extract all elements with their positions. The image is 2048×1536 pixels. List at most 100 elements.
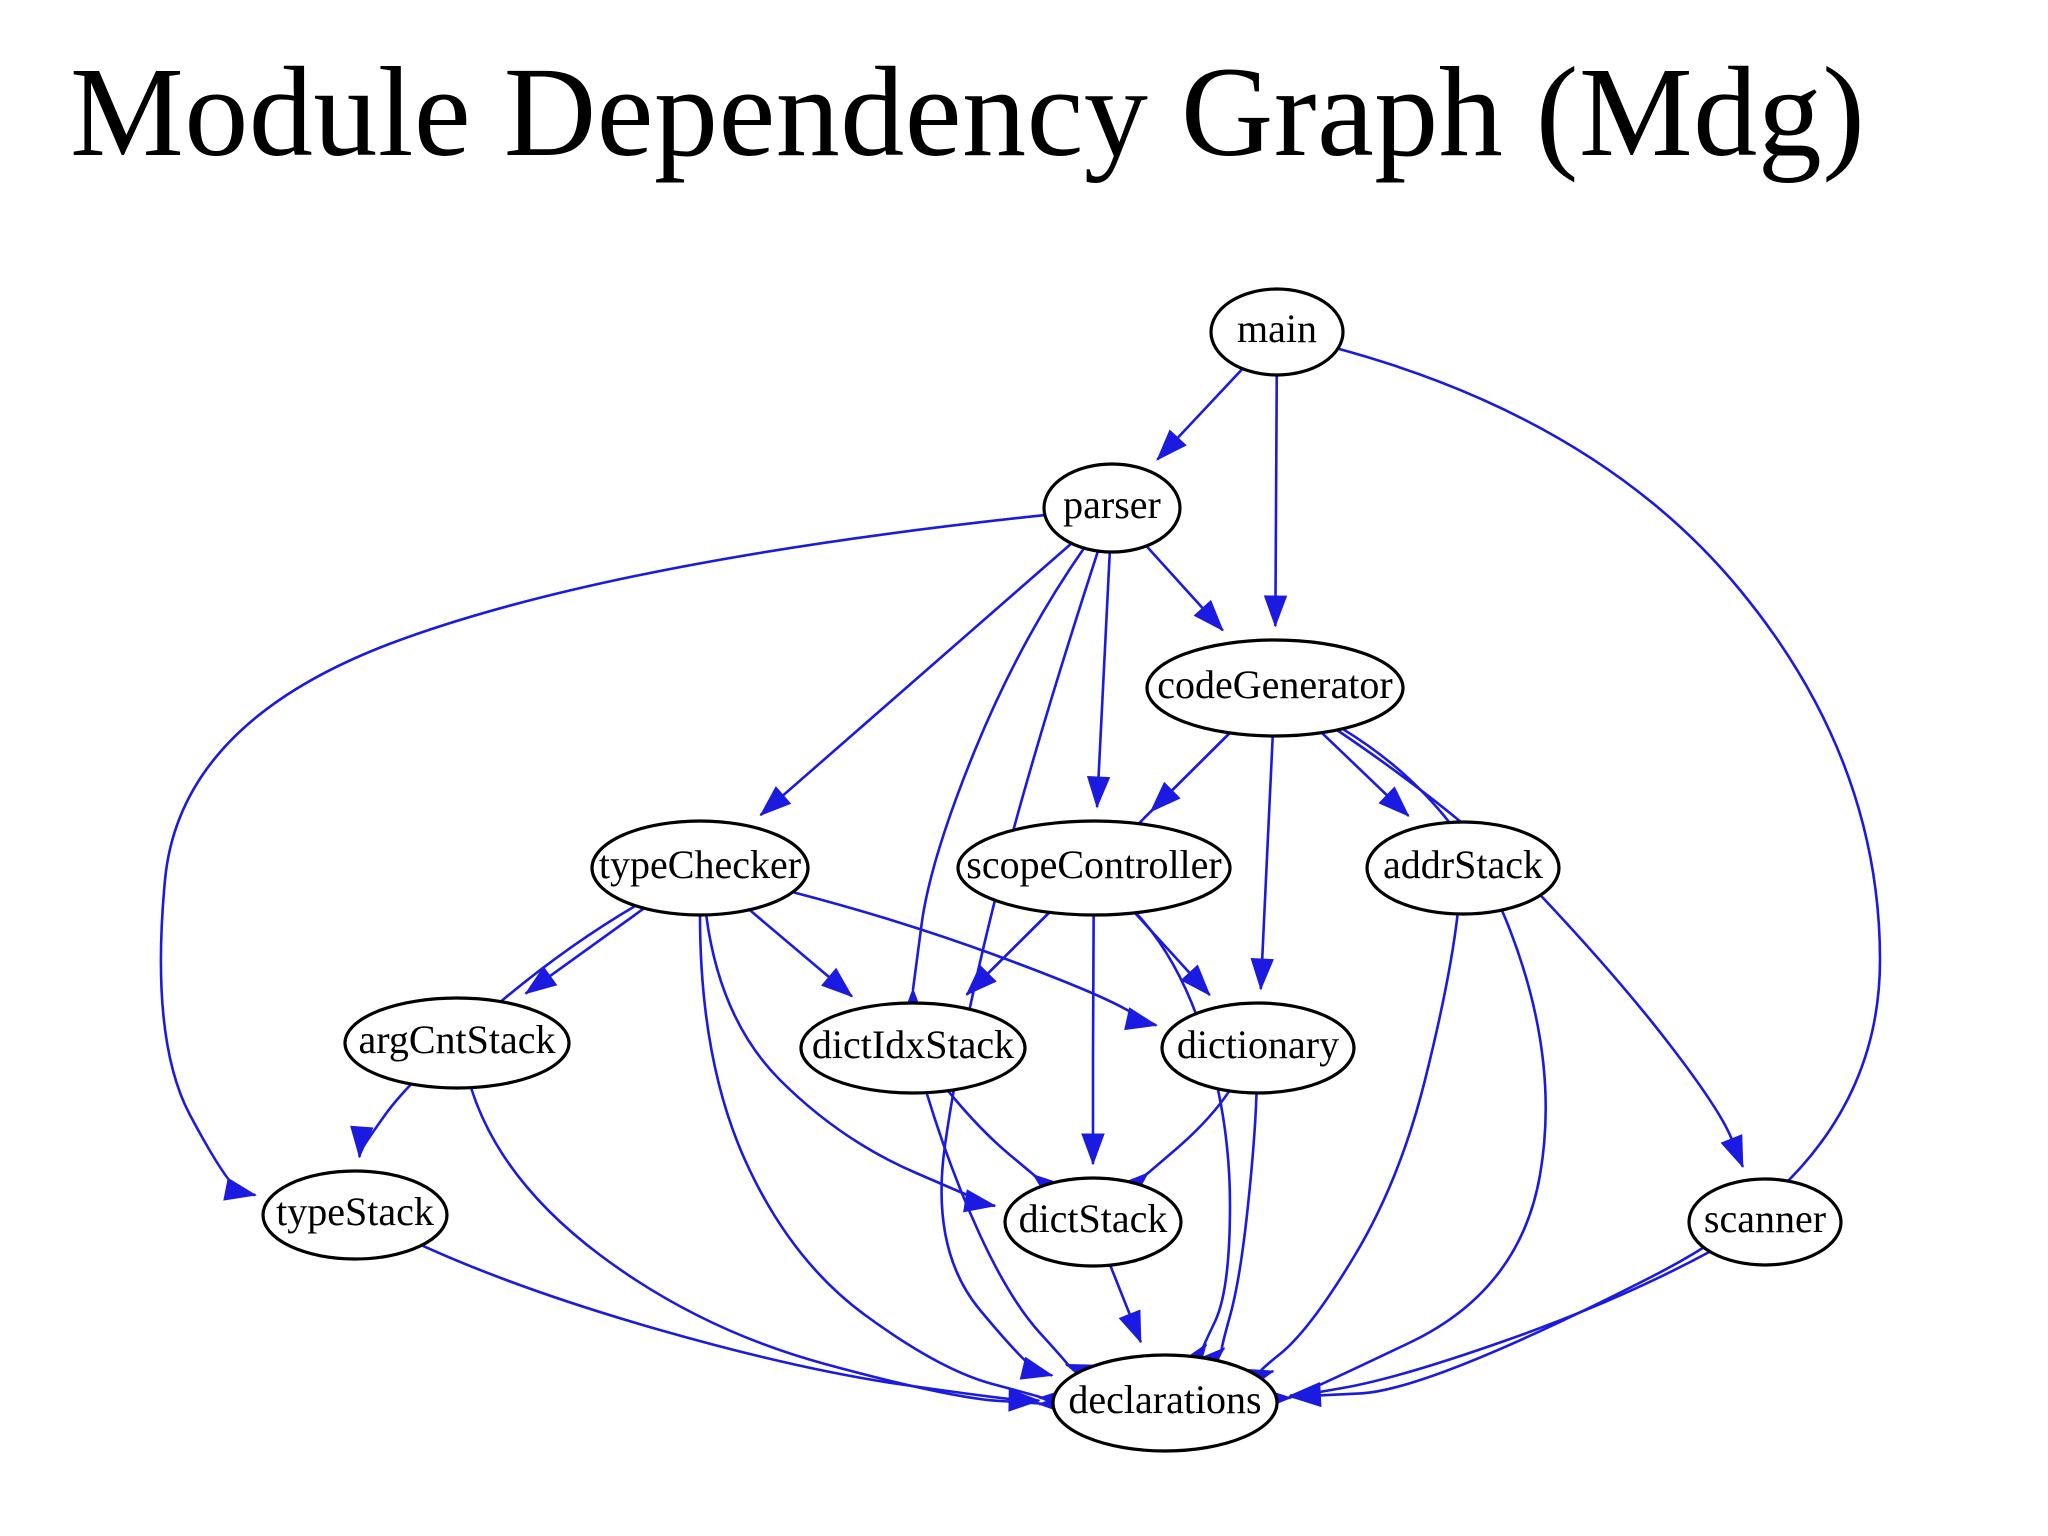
arrowhead-icon	[1378, 786, 1410, 817]
graph-node-scanner[interactable]: scanner	[1687, 1177, 1843, 1267]
edge-line	[911, 547, 1086, 991]
graph-node-codeGenerator[interactable]: codeGenerator	[1145, 638, 1405, 738]
node-label: dictionary	[1177, 1022, 1339, 1067]
edge-parser-to-typeChecker	[759, 542, 1073, 817]
node-label: dictStack	[1019, 1196, 1168, 1241]
node-ellipse[interactable]	[1160, 1001, 1356, 1095]
node-label: addrStack	[1383, 842, 1543, 887]
arrowhead-icon	[1180, 964, 1211, 997]
edge-line	[1095, 551, 1112, 808]
node-ellipse[interactable]	[1209, 287, 1345, 377]
node-label: dictIdxStack	[812, 1022, 1014, 1067]
node-ellipse[interactable]	[1145, 638, 1405, 738]
node-label: typeStack	[276, 1189, 434, 1234]
edge-line	[1091, 914, 1095, 1164]
graph-node-argCntStack[interactable]: argCntStack	[343, 996, 571, 1090]
edge-typeStack-to-declarations	[421, 1244, 1041, 1412]
page-title: Module Dependency Graph (Mdg)	[70, 41, 1866, 183]
graph-node-declarations[interactable]: declarations	[1051, 1353, 1279, 1453]
arrowhead-icon	[1250, 957, 1274, 991]
edge-parser-to-scopeController	[1086, 551, 1112, 809]
graph-node-dictIdxStack[interactable]: dictIdxStack	[799, 1001, 1027, 1095]
edge-codeGenerator-to-dictionary	[1250, 735, 1275, 991]
node-label: scopeController	[966, 842, 1222, 887]
graph-node-scopeController[interactable]: scopeController	[956, 819, 1232, 917]
edge-line	[1274, 374, 1279, 627]
edge-line	[1142, 1090, 1231, 1179]
graph-node-addrStack[interactable]: addrStack	[1365, 820, 1561, 916]
node-ellipse[interactable]	[1051, 1353, 1279, 1453]
arrowhead-icon	[1193, 599, 1224, 632]
edge-line	[1259, 735, 1275, 990]
arrowhead-icon	[350, 1125, 374, 1159]
nodes-layer: main parser codeGenerator typeChecker scopeC…	[261, 287, 1843, 1453]
arrowhead-icon	[821, 967, 854, 998]
node-label: main	[1237, 306, 1317, 351]
node-ellipse[interactable]	[1687, 1177, 1843, 1267]
edge-codeGenerator-to-scanner	[1336, 728, 1745, 1169]
graph-node-typeStack[interactable]: typeStack	[261, 1169, 449, 1261]
edge-line	[698, 914, 1044, 1400]
edge-typeChecker-to-declarations	[698, 914, 1071, 1411]
edge-main-to-codeGenerator	[1263, 374, 1288, 628]
node-ellipse[interactable]	[956, 819, 1232, 917]
edge-line	[1336, 728, 1745, 1168]
edge-addrStack-to-declarations	[1240, 913, 1459, 1392]
node-ellipse[interactable]	[261, 1169, 449, 1261]
node-label: codeGenerator	[1157, 662, 1392, 707]
edge-codeGenerator-to-scopeController	[1149, 731, 1231, 813]
graph-node-parser[interactable]: parser	[1042, 462, 1182, 554]
graph-node-dictStack[interactable]: dictStack	[1003, 1176, 1183, 1268]
edge-typeChecker-to-argCntStack	[524, 907, 645, 995]
edge-codeGenerator-to-addrStack	[1320, 731, 1410, 817]
node-ellipse[interactable]	[590, 819, 810, 917]
edge-line	[925, 1092, 1070, 1367]
edges-layer	[159, 347, 1882, 1416]
edge-line	[1286, 1250, 1711, 1400]
edge-typeChecker-to-dictIdxStack	[748, 908, 854, 998]
node-label: argCntStack	[358, 1017, 555, 1062]
edge-line	[946, 1089, 1039, 1179]
node-ellipse[interactable]	[1365, 820, 1561, 916]
edge-line	[469, 1087, 1047, 1406]
edge-line	[759, 542, 1073, 817]
arrowhead-icon	[1156, 429, 1187, 461]
edge-scopeController-to-dictStack	[1081, 914, 1105, 1166]
node-ellipse[interactable]	[1003, 1176, 1183, 1268]
edge-scopeController-to-dictIdxStack	[965, 911, 1051, 996]
edge-line	[159, 513, 1046, 1197]
arrowhead-icon	[1086, 775, 1111, 809]
graph-node-dictionary[interactable]: dictionary	[1160, 1001, 1356, 1095]
node-label: parser	[1063, 482, 1161, 527]
arrowhead-icon	[1149, 781, 1181, 813]
node-label: typeChecker	[599, 842, 801, 887]
edge-typeChecker-to-dictionary	[792, 890, 1158, 1031]
edge-main-to-parser	[1156, 367, 1244, 461]
edge-line	[1290, 347, 1882, 1399]
node-ellipse[interactable]	[799, 1001, 1027, 1095]
arrowhead-icon	[759, 786, 792, 817]
arrowhead-icon	[524, 966, 558, 995]
edge-parser-to-codeGenerator	[1145, 545, 1224, 632]
edge-argCntStack-to-declarations	[469, 1087, 1070, 1416]
node-label: scanner	[1704, 1196, 1826, 1241]
node-label: declarations	[1068, 1377, 1261, 1422]
arrowhead-icon	[965, 964, 997, 996]
arrowhead-icon	[1008, 1388, 1041, 1412]
graph-node-main[interactable]: main	[1209, 287, 1345, 377]
arrowhead-icon	[1118, 1309, 1142, 1344]
arrowhead-icon	[1124, 1007, 1158, 1031]
arrowhead-icon	[1720, 1134, 1744, 1169]
node-ellipse[interactable]	[1042, 462, 1182, 554]
graph-node-typeChecker[interactable]: typeChecker	[590, 819, 810, 917]
edge-line	[1134, 911, 1232, 1351]
edge-line	[1257, 913, 1459, 1377]
edge-parser-to-dictIdxStack	[901, 547, 1086, 1020]
edge-scanner-to-declarations	[1259, 1250, 1711, 1411]
edge-line	[1220, 1092, 1258, 1352]
arrowhead-icon	[1019, 1356, 1054, 1380]
node-ellipse[interactable]	[343, 996, 571, 1090]
arrowhead-icon	[1263, 595, 1288, 628]
